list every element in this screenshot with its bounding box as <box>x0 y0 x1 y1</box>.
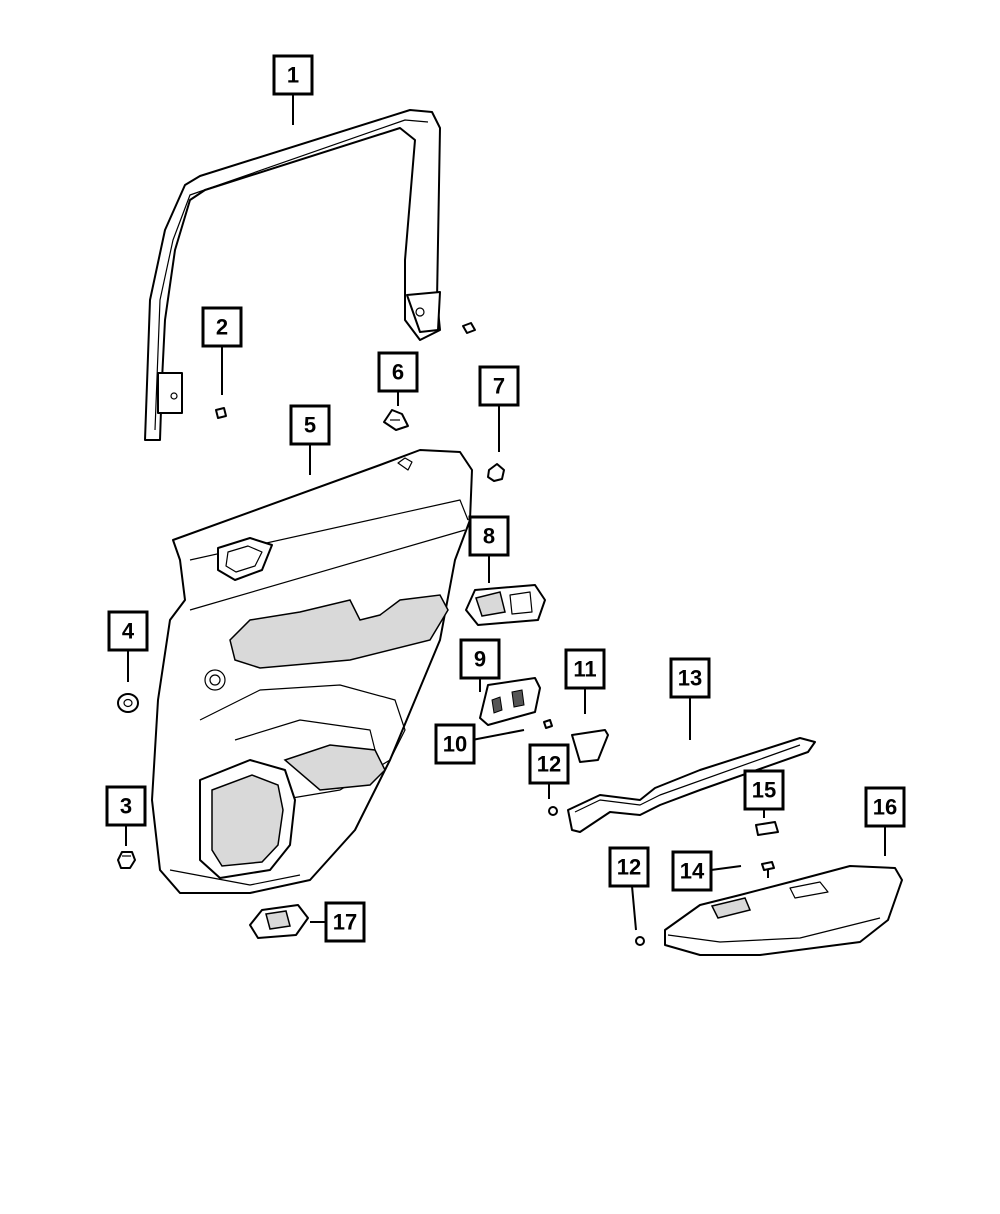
part-1-window-channel <box>144 109 441 441</box>
part-12-upper-nut <box>548 806 558 816</box>
callout-1: 1 <box>272 54 314 96</box>
callout-4-label: 4 <box>122 619 135 644</box>
part-8-bracket <box>465 584 546 626</box>
callout-2-label: 2 <box>216 315 228 340</box>
callout-3: 3 <box>105 785 147 827</box>
part-17-bracket <box>249 904 309 939</box>
part-10-screw <box>543 719 553 729</box>
callout-3-label: 3 <box>120 794 132 819</box>
callout-13-label: 13 <box>678 666 702 691</box>
callout-8: 8 <box>468 515 510 557</box>
callout-9-label: 9 <box>474 647 486 672</box>
part-2-push-pin <box>215 407 227 419</box>
callout-16: 16 <box>864 786 906 828</box>
callout-7-label: 7 <box>493 374 505 399</box>
callout-13: 13 <box>669 657 711 699</box>
callout-10: 10 <box>434 723 476 765</box>
callout-11: 11 <box>564 648 606 690</box>
callout-14-label: 14 <box>680 859 705 884</box>
callout-5: 5 <box>289 404 331 446</box>
callout-17-label: 17 <box>333 910 357 935</box>
part-7-nut <box>487 463 505 482</box>
callout-10-label: 10 <box>443 732 467 757</box>
part-5-door-trim-panel <box>151 449 473 894</box>
callout-9: 9 <box>459 638 501 680</box>
part-13-trim-strip <box>567 737 816 833</box>
callout-6-label: 6 <box>392 360 404 385</box>
callout-17: 17 <box>324 901 366 943</box>
leader-lines <box>125 94 886 931</box>
part-3-grommet <box>117 851 136 869</box>
part-16-armrest <box>664 865 903 956</box>
callout-14: 14 <box>671 850 713 892</box>
callout-16-label: 16 <box>873 795 897 820</box>
callout-5-label: 5 <box>304 413 316 438</box>
part-4-round-cap <box>117 693 139 713</box>
part-6-clip <box>383 409 409 431</box>
part-15-cap <box>755 821 779 836</box>
fastener-near-1 <box>462 322 476 334</box>
callout-12-upper-label: 12 <box>537 752 561 777</box>
callout-7: 7 <box>478 365 520 407</box>
part-9-switch-bezel <box>479 677 541 726</box>
callout-6: 6 <box>377 351 419 393</box>
callout-11-label: 11 <box>573 657 596 682</box>
callout-8-label: 8 <box>483 524 495 549</box>
callout-12-lower-label: 12 <box>617 855 641 880</box>
part-12-lower-nut <box>635 936 645 946</box>
part-14-screw <box>761 861 775 878</box>
callout-2: 2 <box>201 306 243 348</box>
callout-15: 15 <box>743 769 785 811</box>
callout-15-label: 15 <box>752 778 776 803</box>
callout-12-upper: 12 <box>528 743 570 785</box>
callout-1-label: 1 <box>287 63 299 88</box>
callout-4: 4 <box>107 610 149 652</box>
part-11-cover <box>571 729 609 763</box>
callout-12-lower: 12 <box>608 846 650 888</box>
